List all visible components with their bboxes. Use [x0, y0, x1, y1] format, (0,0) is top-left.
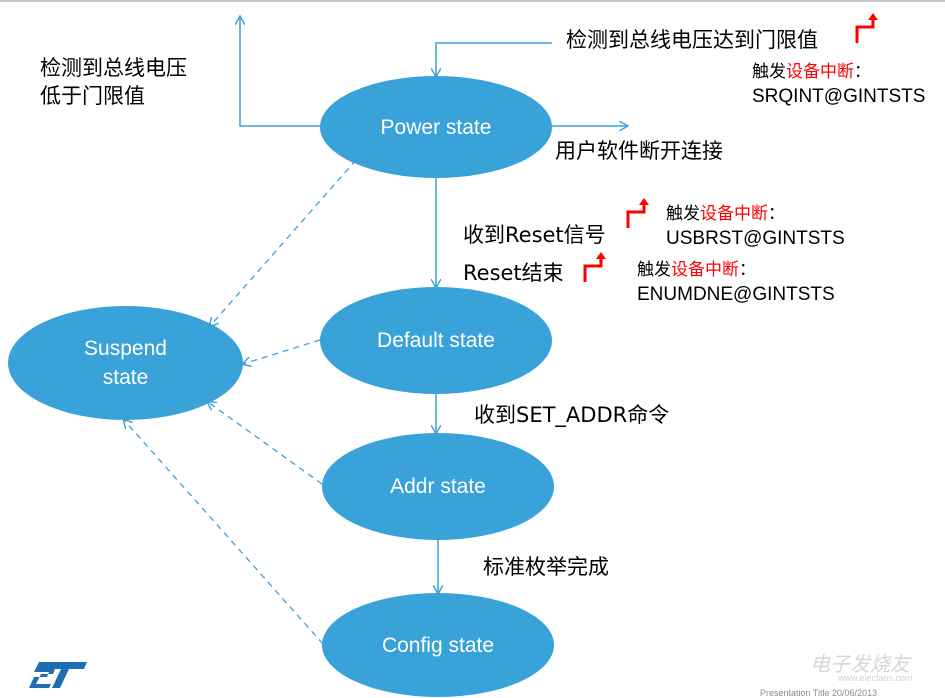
power-state-label: Power state	[380, 115, 492, 139]
label-vbus-reach: 检测到总线电压达到门限值	[566, 28, 818, 52]
config-state: Config state	[322, 593, 554, 697]
suspend-state: Suspend state	[8, 306, 243, 420]
top-rule	[0, 0, 945, 2]
arrow-power-to-suspend	[210, 159, 357, 326]
default-state: Default state	[320, 287, 552, 394]
label-reset-received: 收到Reset信号	[463, 223, 606, 247]
label-vbus-low-line2: 低于门限值	[40, 84, 145, 108]
label-set-addr: 收到SET_ADDR命令	[474, 403, 670, 427]
label-enum-done: 标准枚举完成	[483, 555, 609, 579]
footer-text: Presentation Title 20/06/2013	[760, 688, 878, 698]
interrupt-usbrst-flag: USBRST@GINTSTS	[666, 228, 845, 249]
power-state: Power state	[320, 76, 552, 178]
watermark-brand: 电子发烧友	[810, 652, 910, 676]
arrow-config-to-suspend	[124, 420, 324, 645]
suspend-state-label-line1: Suspend	[84, 337, 167, 360]
addr-state-label: Addr state	[390, 475, 486, 498]
config-state-label: Config state	[381, 633, 495, 657]
default-state-label: Default state	[377, 329, 495, 352]
arrow-default-to-suspend	[243, 339, 321, 364]
red-corner-arrow-icon	[626, 198, 649, 228]
arrow-vbus-reach	[436, 42, 552, 76]
interrupt-srqint-trigger: 触发设备中断：	[752, 62, 871, 82]
label-reset-end: Reset结束	[463, 261, 564, 285]
interrupt-srqint-flag: SRQINT@GINTSTS	[752, 86, 926, 107]
arrow-vbus-low	[240, 17, 320, 127]
interrupt-enumdne-trigger: 触发设备中断：	[637, 260, 756, 280]
watermark-url: www.elecfans.com	[838, 673, 913, 683]
interrupt-enumdne-flag: ENUMDNE@GINTSTS	[637, 284, 835, 305]
suspend-state-label-line2: state	[102, 366, 149, 389]
addr-state: Addr state	[322, 433, 554, 540]
interrupt-usbrst-trigger: 触发设备中断：	[666, 204, 785, 224]
red-corner-arrow-icon	[583, 252, 606, 282]
arrow-addr-to-suspend	[208, 402, 323, 485]
st-logo	[29, 662, 87, 688]
label-vbus-low-line1: 检测到总线电压	[40, 56, 187, 80]
label-user-disconnect: 用户软件断开连接	[555, 139, 723, 163]
red-corner-arrow-icon	[855, 13, 878, 43]
